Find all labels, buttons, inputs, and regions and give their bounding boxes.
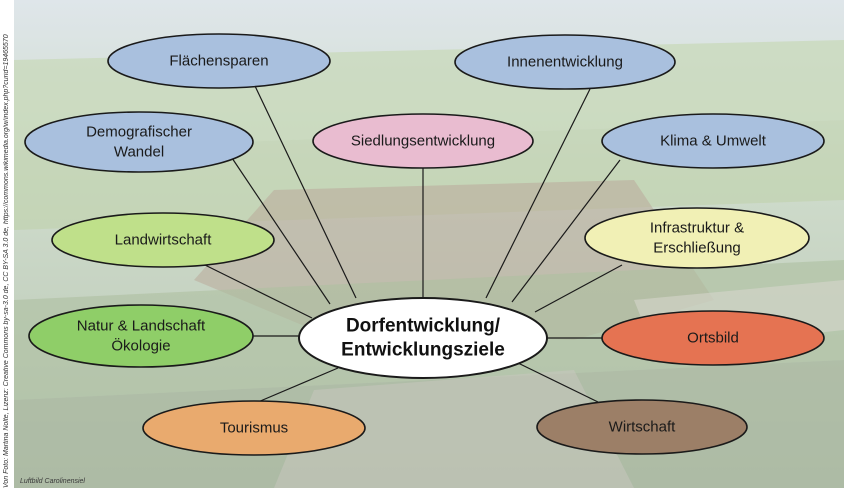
- node-ellipse-klima-umwelt: [601, 113, 825, 169]
- node-ortsbild: Ortsbild: [601, 310, 825, 366]
- node-label-demografischer-wandel-line-2: Wandel: [114, 144, 164, 161]
- node-label-infrastruktur-line-2: Erschließung: [653, 240, 741, 257]
- node-ellipse-wirtschaft: [536, 399, 748, 455]
- connector-lines: [204, 85, 623, 403]
- node-label-innenentwicklung-line-1: Innenentwicklung: [507, 54, 623, 71]
- node-ellipse-natur-landschaft: [28, 304, 254, 368]
- node-ellipse-innenentwicklung: [454, 34, 676, 90]
- node-infrastruktur: Infrastruktur & Erschließung: [584, 207, 810, 269]
- node-label-wirtschaft-line-1: Wirtschaft: [609, 419, 677, 436]
- node-label-tourismus-line-1: Tourismus: [220, 420, 288, 437]
- node-label-ortsbild-line-1: Ortsbild: [687, 330, 739, 347]
- connector-wirtschaft: [517, 362, 599, 403]
- node-label-siedlungsentwicklung-line-1: Siedlungsentwicklung: [351, 133, 495, 150]
- node-label-infrastruktur-line-1: Infrastruktur &: [650, 220, 744, 237]
- node-ellipse-landwirtschaft: [51, 212, 275, 268]
- node-ellipse-siedlungsentwicklung: [312, 113, 534, 169]
- node-innenentwicklung: Innenentwicklung: [454, 34, 676, 90]
- node-ellipse-tourismus: [142, 400, 366, 456]
- node-ellipse-infrastruktur: [584, 207, 810, 269]
- node-label-klima-umwelt-line-1: Klima & Umwelt: [660, 133, 767, 150]
- connector-demografischer-wandel: [231, 157, 331, 305]
- connector-klima-umwelt: [511, 159, 621, 303]
- center-ellipse: [298, 297, 548, 379]
- image-caption: Luftbild Carolinensiel: [20, 478, 85, 485]
- connector-innenentwicklung: [485, 88, 591, 299]
- node-tourismus: Tourismus: [142, 400, 366, 456]
- connector-landwirtschaft: [204, 264, 313, 319]
- node-label-natur-landschaft-line-2: Ökologie: [111, 337, 170, 355]
- node-label-demografischer-wandel-line-1: Demografischer: [86, 124, 192, 141]
- node-flaechensparen: Flächensparen: [107, 33, 331, 89]
- node-label-natur-landschaft-line-1: Natur & Landschaft: [77, 318, 206, 335]
- node-siedlungsentwicklung: Siedlungsentwicklung: [312, 113, 534, 169]
- connector-infrastruktur: [534, 264, 623, 313]
- node-ellipse-demografischer-wandel: [24, 111, 254, 173]
- center-label-line-2: Entwicklungsziele: [341, 340, 505, 361]
- node-klima-umwelt: Klima & Umwelt: [601, 113, 825, 169]
- connector-flaechensparen: [254, 85, 357, 299]
- node-wirtschaft: Wirtschaft: [536, 399, 748, 455]
- center-label-line-1: Dorfentwicklung/: [346, 316, 501, 337]
- node-label-flaechensparen-line-1: Flächensparen: [169, 53, 268, 70]
- node-landwirtschaft: Landwirtschaft: [51, 212, 275, 268]
- node-ellipse-ortsbild: [601, 310, 825, 366]
- node-ellipse-flaechensparen: [107, 33, 331, 89]
- connector-tourismus: [257, 367, 339, 403]
- node-group: Flächensparen InnenentwicklungDemografisc…: [24, 33, 825, 456]
- center-node: Dorfentwicklung/Entwicklungsziele: [298, 297, 548, 379]
- node-label-landwirtschaft-line-1: Landwirtschaft: [115, 232, 213, 249]
